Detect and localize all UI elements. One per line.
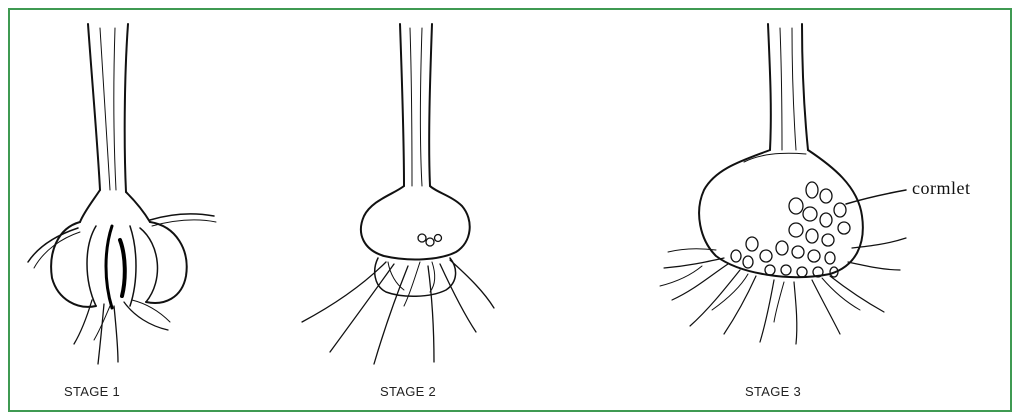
stage-2-drawing bbox=[302, 24, 494, 364]
stage-2-label: STAGE 2 bbox=[380, 384, 436, 399]
stage-1-drawing bbox=[28, 24, 216, 364]
cormlet-cluster bbox=[731, 182, 850, 277]
stage-3-drawing bbox=[660, 24, 906, 344]
stage-3-label: STAGE 3 bbox=[745, 384, 801, 399]
stage-1-label: STAGE 1 bbox=[64, 384, 120, 399]
cormlet-annotation: cormlet bbox=[912, 178, 970, 199]
